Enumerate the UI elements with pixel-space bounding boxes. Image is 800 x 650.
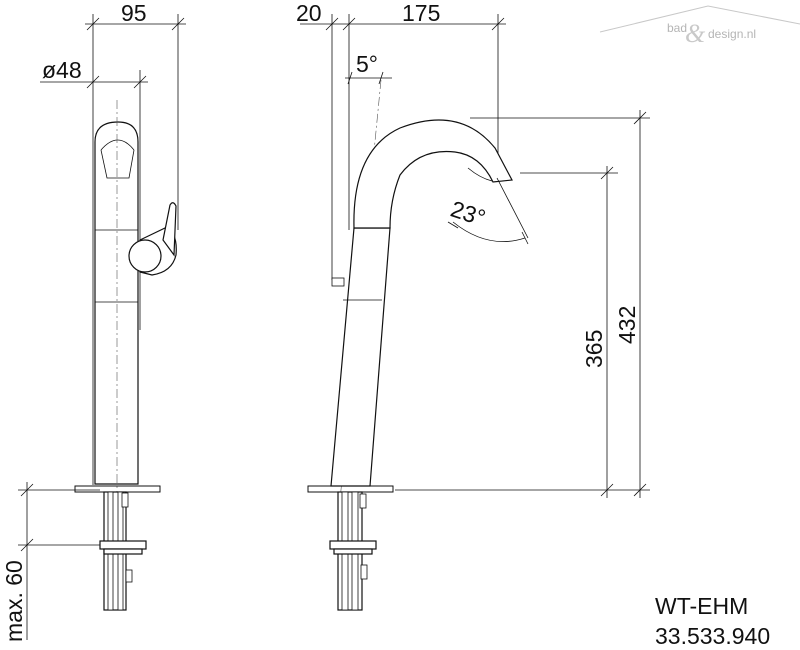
dim-max-60-group: max. 60 [1,482,100,642]
logo-text-left: bad [667,21,687,35]
dim-height-432: 432 [614,306,640,344]
dim-diameter-48: ø48 [42,57,82,83]
dim-height-365: 365 [581,330,607,368]
front-view: 20 175 5° 23° 365 432 [296,0,650,611]
logo-ampersand: & [685,19,706,48]
dim-offset-20: 20 [296,0,322,26]
house-roof-icon [599,5,800,33]
product-model: WT-EHM [655,593,748,619]
product-number: 33.533.940 [655,623,770,649]
dim-angle-5: 5° [356,51,378,77]
logo-text-right: design.nl [708,27,756,41]
dim-width-95: 95 [121,0,147,26]
side-view: 95 ø48 [40,0,186,611]
logo: bad & design.nl [599,5,800,48]
product-code: WT-EHM 33.533.940 [655,593,770,649]
dim-max-60: max. 60 [1,560,27,642]
dim-reach-175: 175 [402,0,440,26]
